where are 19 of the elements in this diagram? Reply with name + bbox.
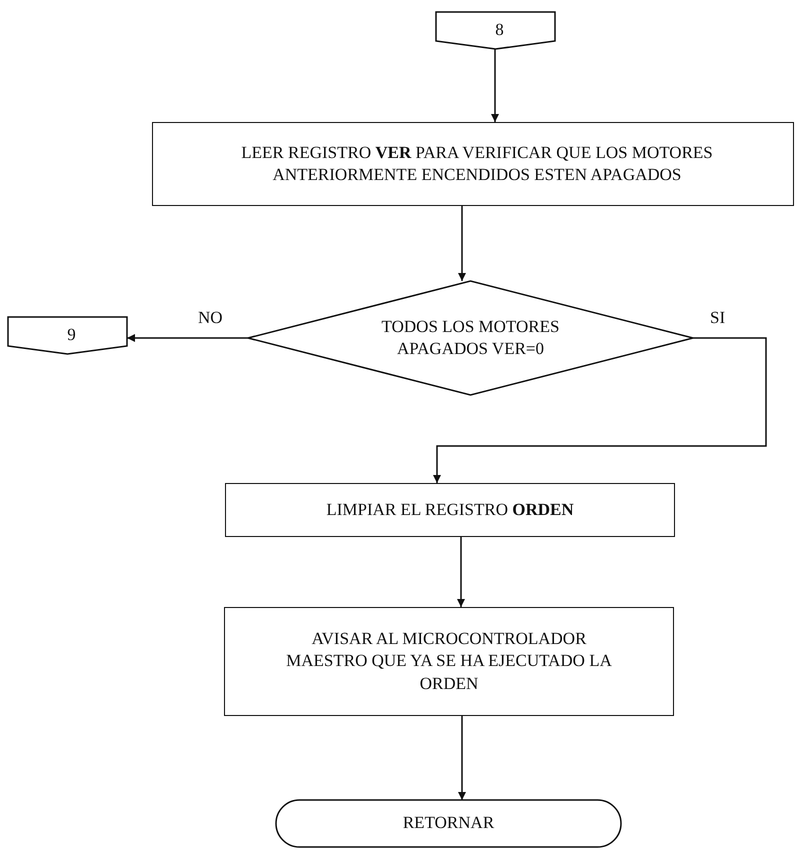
process-box <box>152 122 794 206</box>
offpage-connector <box>8 317 127 354</box>
arrow <box>458 206 466 281</box>
process-box <box>225 483 675 537</box>
offpage-connector <box>436 12 555 49</box>
arrow <box>457 537 465 607</box>
node-text: LEER REGISTRO VER PARA VERIFICAR QUE LOS MOTORES ANTERIORMENTE ENCENDIDOS ESTEN APAGADOS <box>240 142 714 186</box>
node-text: LIMPIAR EL REGISTRO ORDEN <box>326 498 574 521</box>
connector-number: 8 <box>495 19 504 42</box>
connector-number: 9 <box>67 324 76 346</box>
process-box <box>224 607 674 716</box>
node-text: AVISAR AL MICROCONTROLADOR MAESTRO QUE YA SE HA EJECUTADO LA ORDEN <box>285 628 613 695</box>
arrow <box>127 334 248 342</box>
terminal-shape <box>276 800 621 847</box>
arrow <box>458 716 466 800</box>
arrow <box>433 337 767 483</box>
decision-diamond <box>248 281 693 395</box>
node-text: RETORNAR <box>402 812 494 834</box>
node-text: TODOS LOS MOTORES APAGADOS VER=0 <box>380 316 560 360</box>
